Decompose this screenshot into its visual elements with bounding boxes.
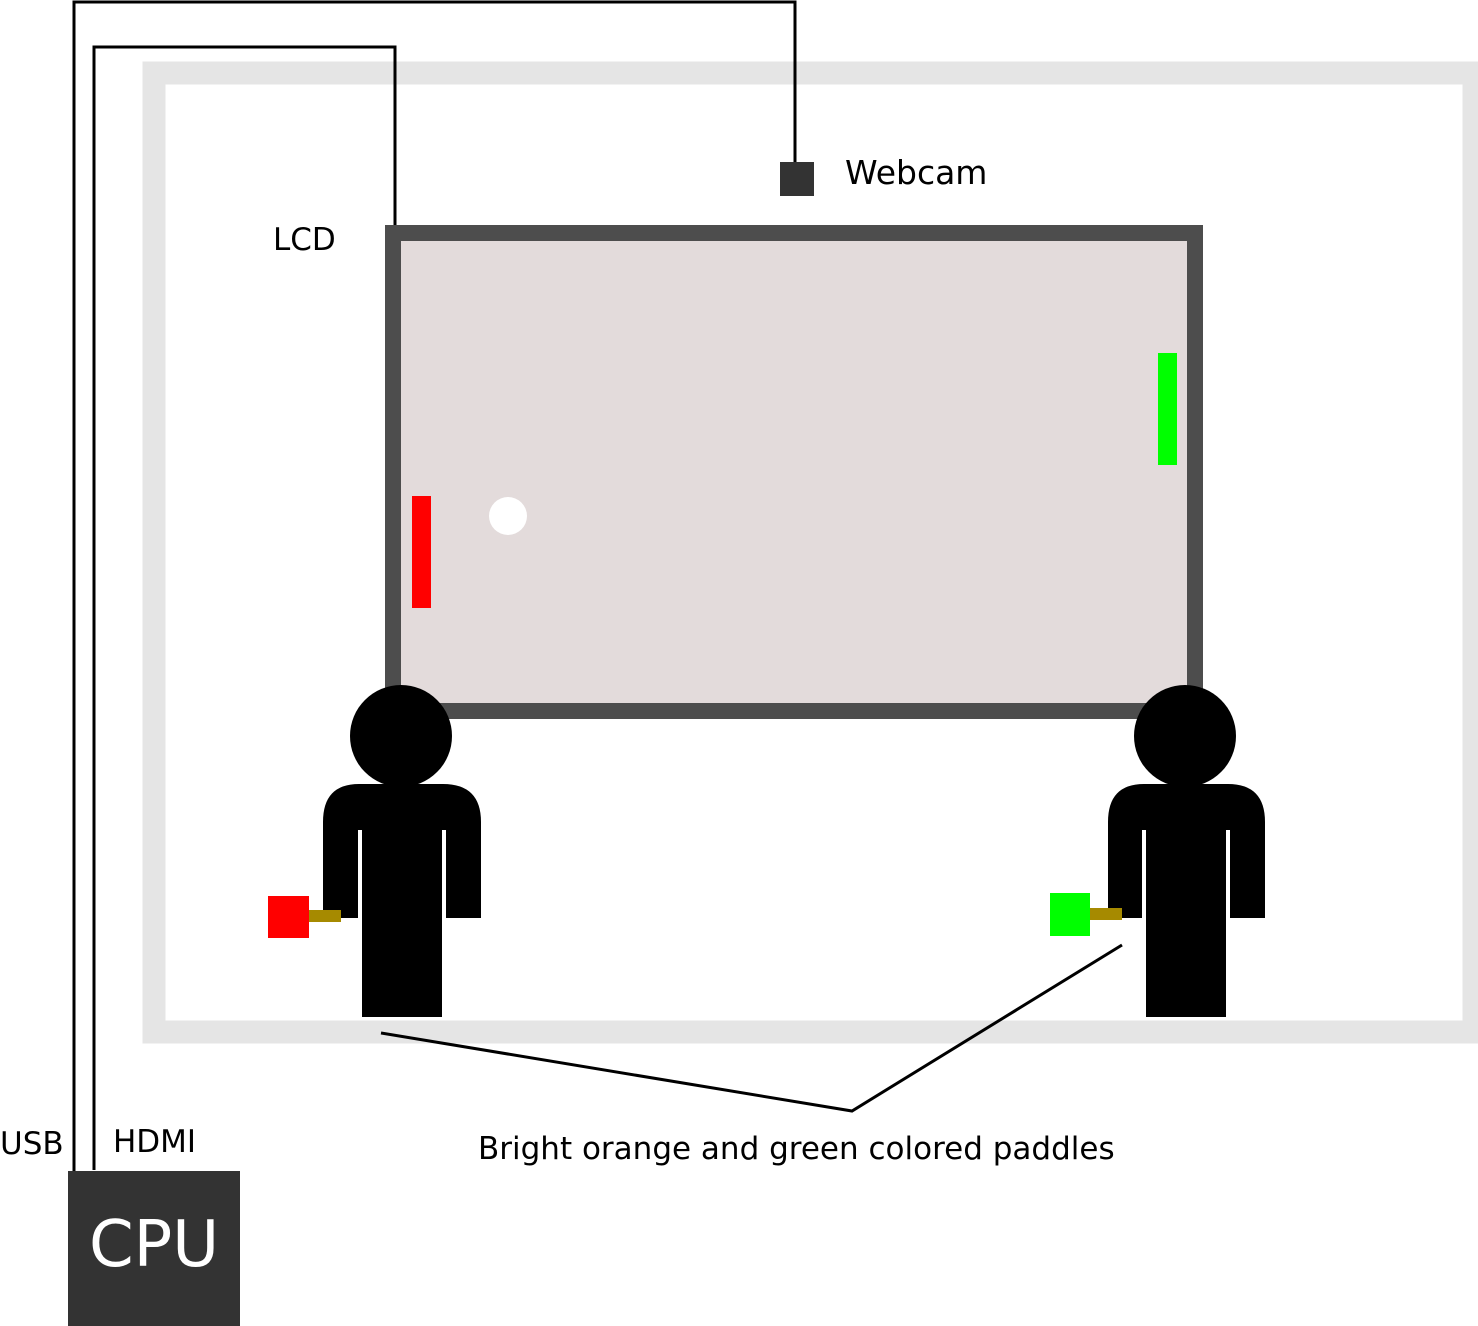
left-player-figure — [268, 685, 481, 1017]
lcd-screen — [385, 225, 1203, 719]
left-game-paddle — [412, 496, 431, 608]
usb-label: USB — [0, 1126, 64, 1162]
cpu-box — [68, 1171, 240, 1326]
right-player-body — [1108, 784, 1265, 1017]
webcam-icon — [780, 162, 814, 196]
left-paddle-handle — [307, 910, 341, 922]
left-orange-paddle — [268, 896, 309, 938]
room-outline — [142, 61, 1478, 1044]
lcd-label: LCD — [273, 222, 336, 258]
hdmi-cable — [92, 45, 397, 1170]
hdmi-label: HDMI — [113, 1124, 196, 1160]
cpu-label: CPU — [89, 1208, 219, 1282]
left-player-head — [350, 685, 452, 787]
paddles-caption: Bright orange and green colored paddles — [478, 1131, 1115, 1167]
left-player-body — [323, 784, 481, 1017]
right-player-figure — [1050, 685, 1265, 1017]
right-green-paddle — [1050, 893, 1090, 936]
right-paddle-handle — [1088, 908, 1122, 920]
right-player-head — [1134, 685, 1236, 787]
caption-callout-lines — [380, 943, 1123, 1113]
webcam-label: Webcam — [845, 153, 987, 192]
game-ball — [489, 497, 527, 535]
right-game-paddle — [1158, 353, 1177, 465]
usb-cable — [72, 0, 797, 1200]
